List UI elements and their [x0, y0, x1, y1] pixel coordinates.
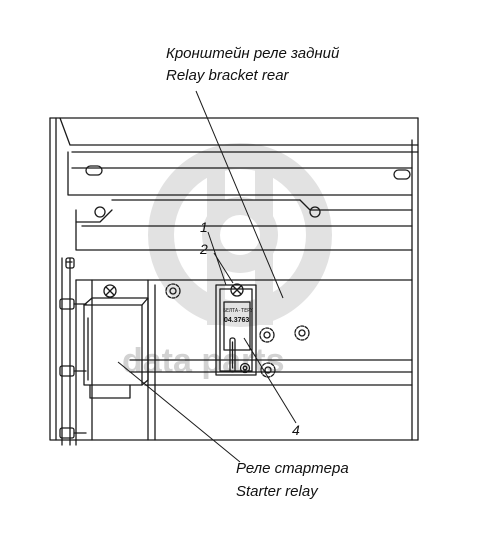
- panel-nuts: [165, 283, 310, 378]
- panel-slots: [85, 165, 411, 180]
- bracket-label-ru: Кронштейн реле задний: [166, 45, 340, 62]
- relay-bracket-rear: [215, 284, 257, 376]
- bracket-label-en: Relay bracket rear: [166, 67, 290, 84]
- position-number-2: 2: [199, 241, 208, 257]
- reinforcement-plate: [75, 206, 413, 251]
- watermark-text: data parts: [122, 342, 285, 380]
- position-number-1: 1: [200, 219, 208, 235]
- screw-head-icon: [103, 284, 117, 298]
- bracket-fastener: [239, 362, 251, 374]
- screw-head-icon: [230, 283, 244, 297]
- starter-relay-label-en: Starter relay: [236, 483, 319, 500]
- position-number-4: 4: [292, 422, 300, 438]
- side-bracket: [61, 257, 77, 446]
- relay-unit: [223, 301, 251, 373]
- starter-relay-label-ru: Реле стартера: [236, 460, 349, 477]
- leader-lines: [117, 90, 297, 463]
- cab-panel: [49, 117, 419, 441]
- relay-marking-line2: 04.3763: [224, 317, 249, 324]
- watermark-logo-icon: [148, 143, 332, 327]
- relay-marking-line1: БЕЛТА-ТЕРУ: [223, 308, 253, 314]
- bolt-icon: [59, 257, 87, 439]
